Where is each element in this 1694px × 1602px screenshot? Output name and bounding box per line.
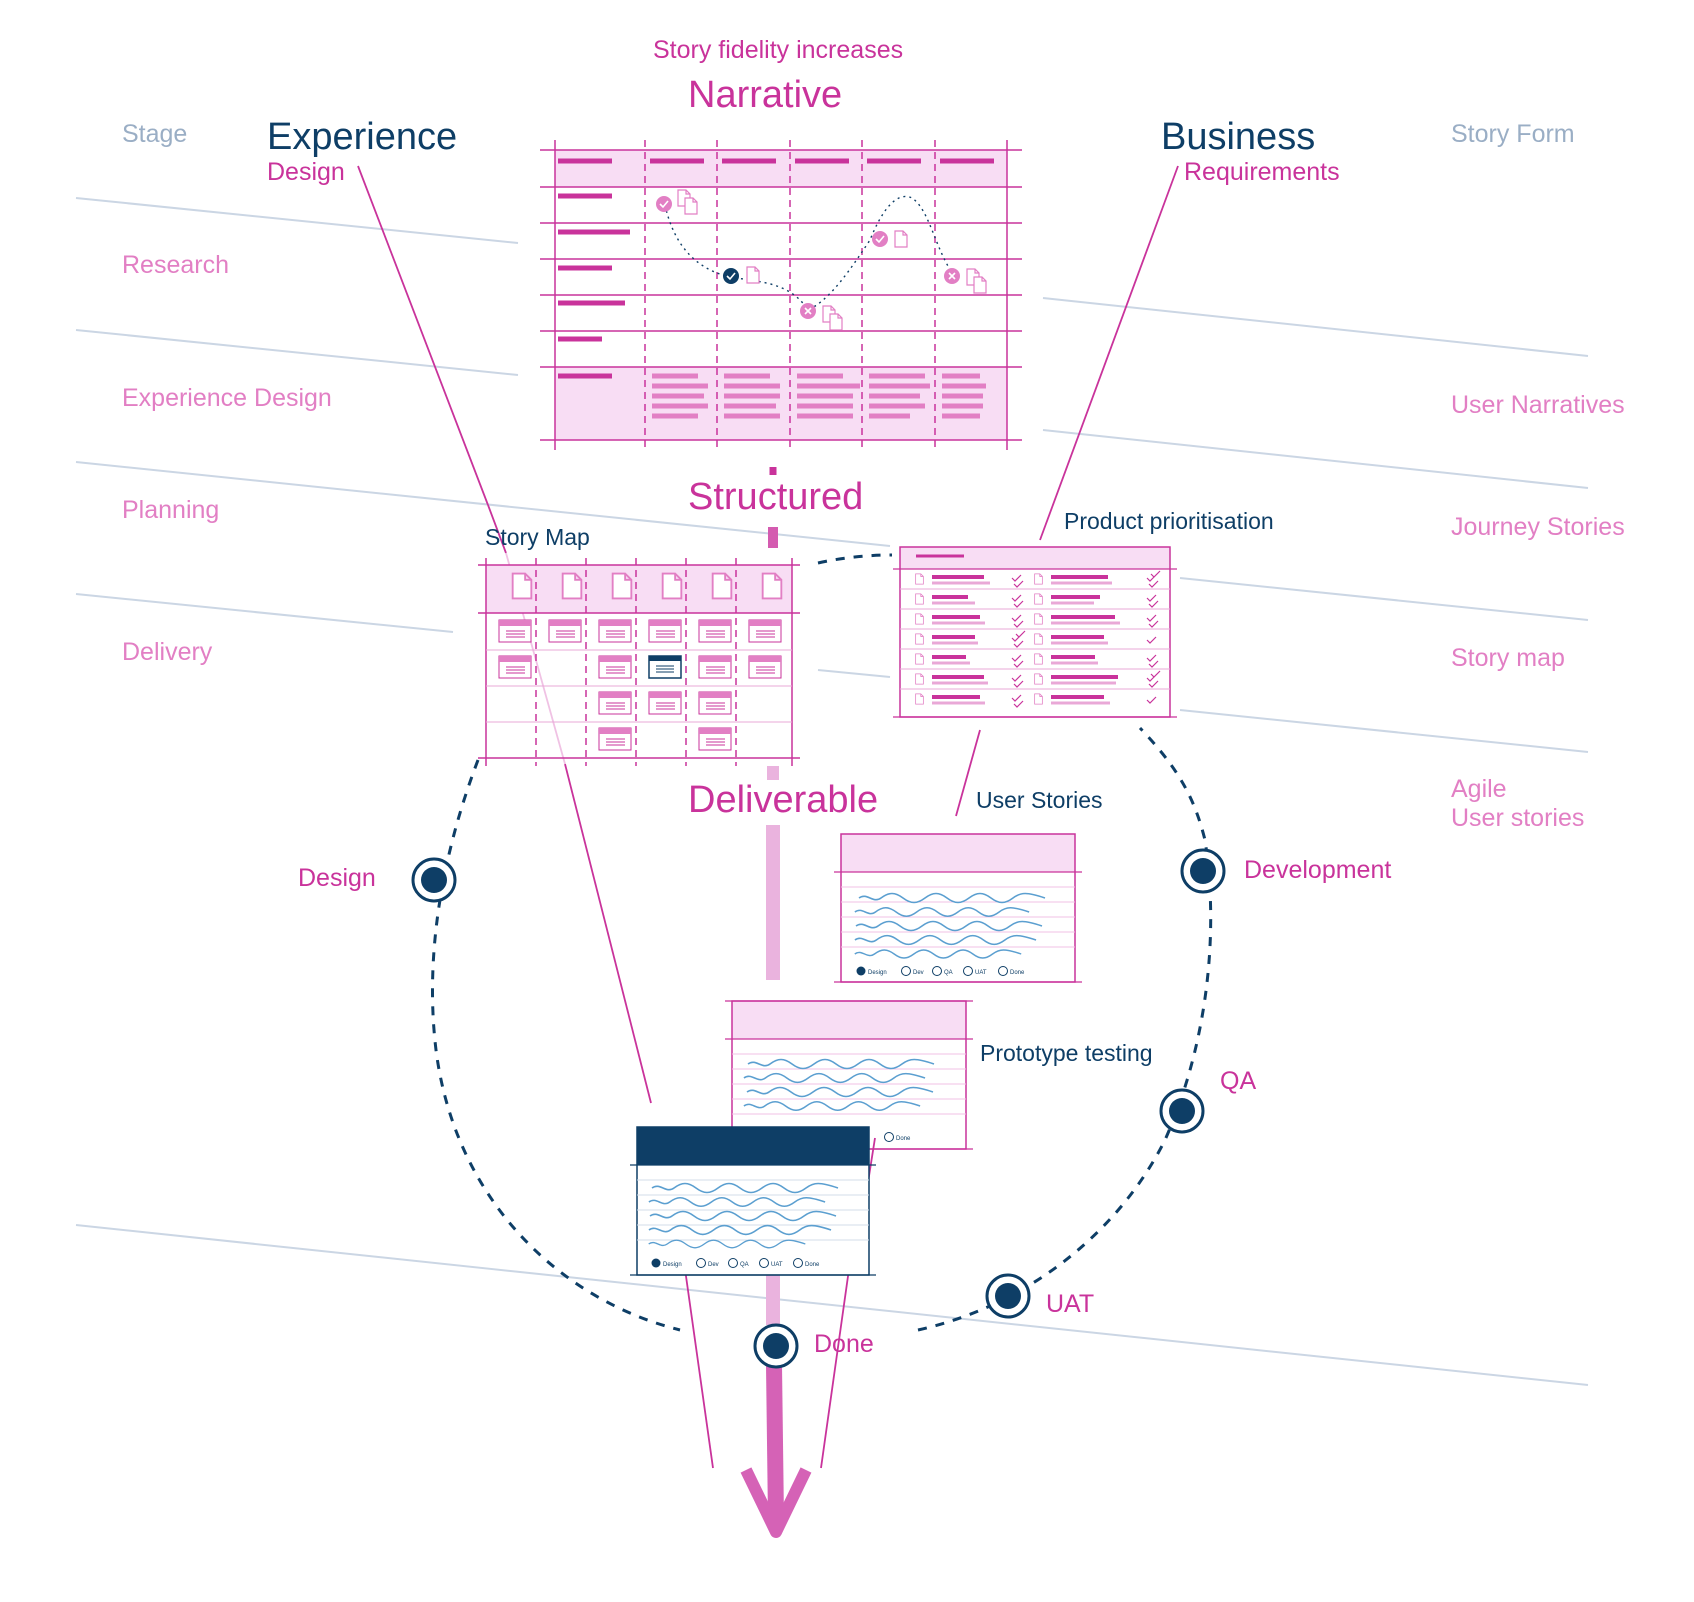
stage-delivery: Delivery (122, 638, 213, 666)
business-subtitle: Requirements (1184, 158, 1340, 186)
form-journey-stories: Journey Stories (1451, 513, 1625, 541)
radio-icon (884, 1132, 894, 1142)
fidelity-arrow (740, 467, 812, 1538)
radio-icon (901, 966, 911, 976)
guide-lines (75, 197, 1589, 1386)
prototype-testing-label: Prototype testing (980, 1040, 1153, 1066)
card-status-label: Done (1010, 970, 1025, 976)
cycle-design-label: Design (298, 864, 376, 892)
journey-nodes (656, 189, 987, 331)
radio-icon (759, 1258, 769, 1268)
radio-icon (793, 1258, 803, 1268)
user-story-card: Design Dev QA UAT Done (834, 833, 1082, 983)
design-node (411, 857, 457, 903)
card-status-label: UAT (771, 1262, 783, 1268)
prioritisation-table (893, 546, 1177, 718)
radio-icon (998, 966, 1008, 976)
document-icon (746, 266, 760, 284)
product-prioritisation-label: Product prioritisation (1064, 508, 1274, 534)
narrative-label: Narrative (688, 74, 843, 116)
selected-card (648, 655, 682, 679)
radio-icon (696, 1258, 706, 1268)
check-icon (872, 231, 888, 247)
card-status-label: Dev (708, 1262, 719, 1268)
cycle-development-label: Development (1244, 856, 1392, 884)
radio-icon (932, 966, 942, 976)
cycle-qa-label: QA (1220, 1067, 1257, 1095)
card-status-label: Done (805, 1262, 820, 1268)
check-icon (656, 196, 672, 212)
form-user-narratives: User Narratives (1451, 391, 1625, 419)
experience-subtitle: Design (267, 158, 345, 186)
stage-research: Research (122, 251, 229, 279)
cycle-ring (430, 553, 1213, 1332)
deliverable-label: Deliverable (688, 779, 879, 821)
story-map-cards (498, 619, 782, 751)
card-status-label: Done (896, 1136, 911, 1142)
radio-icon (651, 1258, 661, 1268)
card-status-label: Design (663, 1262, 682, 1268)
narrative-grid (540, 140, 1022, 450)
user-stories-label: User Stories (976, 787, 1103, 813)
qa-node (1159, 1088, 1205, 1134)
check-icon (1011, 570, 1161, 708)
card-status-label: UAT (975, 970, 987, 976)
business-title: Business (1161, 116, 1316, 158)
check-icon (723, 268, 739, 284)
card-status-radios (856, 966, 1008, 976)
development-node (1180, 848, 1226, 894)
deliverable-status-radios (651, 1258, 803, 1268)
form-agile: Agile (1451, 775, 1507, 803)
journey-path (664, 195, 956, 311)
card-status-label: QA (944, 970, 953, 976)
form-user-stories: User stories (1451, 804, 1585, 832)
deliverable-card: Design Dev QA UAT Done (630, 1126, 876, 1276)
structured-label: Structured (688, 476, 864, 518)
stage-planning: Planning (122, 496, 220, 524)
done-node (753, 1323, 799, 1369)
story-form-heading: Story Form (1451, 120, 1575, 148)
cycle-nodes (411, 848, 1226, 1369)
stage-heading: Stage (122, 120, 188, 148)
document-icon (894, 230, 908, 248)
prototype-testing-card: Done (725, 1000, 973, 1150)
story-map-grid (478, 558, 800, 766)
form-story-map: Story map (1451, 644, 1565, 672)
radio-icon (963, 966, 973, 976)
card-status-label: Design (868, 970, 887, 976)
cycle-done-label: Done (814, 1330, 874, 1358)
cycle-uat-label: UAT (1046, 1290, 1095, 1318)
radio-icon (728, 1258, 738, 1268)
experience-title: Experience (267, 116, 458, 158)
card-status-label: Dev (913, 970, 924, 976)
story-map-label: Story Map (485, 524, 590, 550)
fidelity-label: Story fidelity increases (653, 36, 904, 64)
card-status-label: QA (740, 1262, 749, 1268)
uat-node (985, 1273, 1031, 1319)
radio-icon (856, 966, 866, 976)
stage-experience-design: Experience Design (122, 384, 332, 412)
